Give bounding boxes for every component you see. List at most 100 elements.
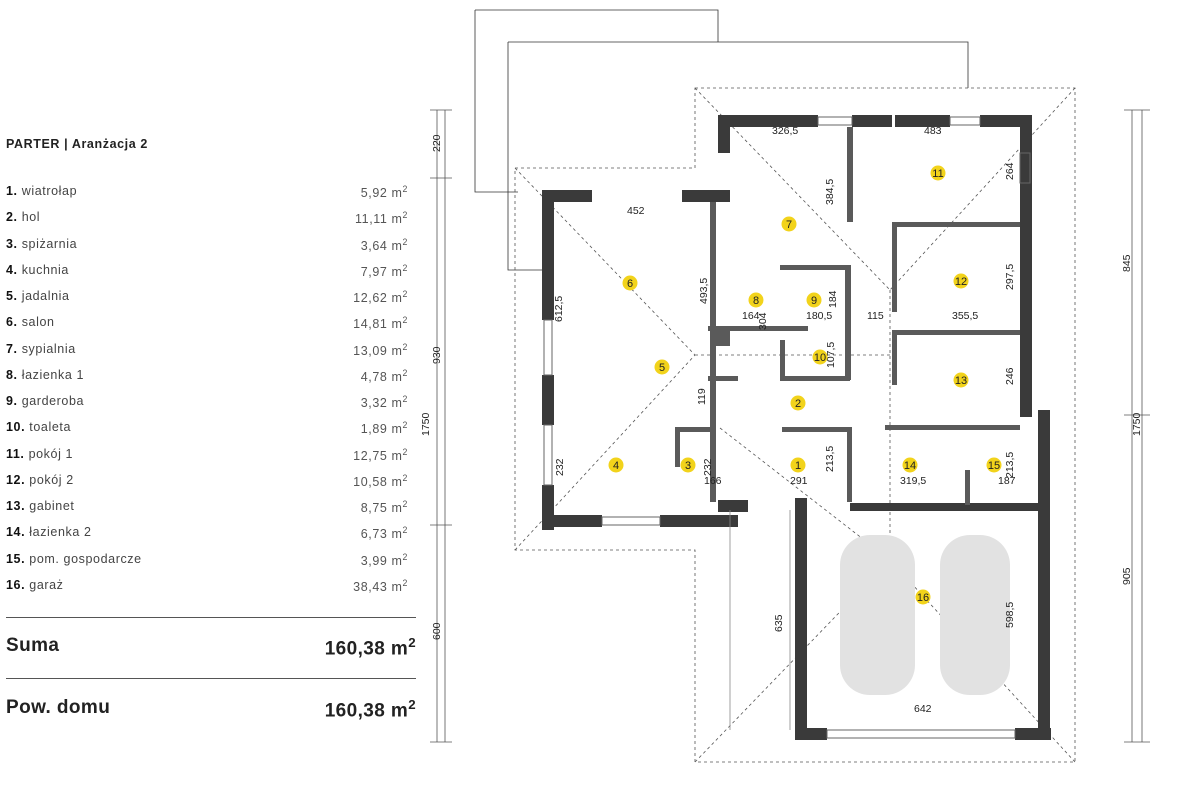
room-marker: 15 (986, 457, 1002, 473)
dim-635: 635 (773, 614, 785, 632)
room-marker: 13 (953, 372, 969, 388)
room-marker-dot (812, 349, 828, 365)
room-area: 14,81 m2 (353, 315, 408, 332)
room-marker-label: 2 (795, 398, 801, 410)
room-number: 3. (6, 236, 18, 251)
room-name: gabinet (29, 499, 75, 513)
room-name: pom. gospodarcze (29, 551, 142, 566)
room-area: 10,58 m2 (353, 472, 408, 489)
room-marker-label: 3 (685, 460, 691, 472)
room-number: 6. (6, 315, 18, 330)
dim-642: 642 (914, 703, 932, 715)
room-marker-dot (986, 457, 1002, 473)
room-number: 16. (6, 577, 26, 592)
house-area-label: Pow. domu (6, 697, 111, 718)
dim-119: 119 (696, 388, 708, 405)
windows (543, 116, 1031, 739)
room-area: 12,75 m2 (353, 446, 408, 463)
room-number: 5. (6, 289, 18, 303)
room-name: garaż (29, 577, 64, 592)
room-name: łazienka 2 (29, 525, 92, 540)
room-name: kuchnia (21, 262, 69, 277)
sum-label: Suma (6, 635, 60, 656)
room-area: 4,78 m2 (360, 367, 408, 384)
room-area: 8,75 m2 (360, 499, 408, 516)
room-marker: 14 (902, 457, 918, 473)
dim-213-5-b: 213,5 (1004, 452, 1016, 478)
room-marker-label: 14 (904, 460, 916, 472)
room-marker-label: 9 (811, 295, 817, 307)
room-marker-label: 10 (814, 352, 826, 364)
room-area: 6,73 m2 (360, 525, 408, 542)
dim-304: 304 (757, 312, 769, 330)
room-marker-label: 7 (786, 219, 792, 231)
dim-598-5: 598,5 (1004, 602, 1016, 628)
room-marker-dot (680, 457, 696, 473)
room-marker-dot (953, 273, 969, 289)
dim-612-5: 612,5 (553, 296, 565, 322)
room-name: hol (21, 210, 41, 225)
room-marker-label: 5 (659, 362, 665, 374)
room-number: 12. (6, 472, 26, 487)
right-dim-905: 905 (1121, 567, 1133, 585)
room-area: 3,64 m2 (360, 236, 408, 253)
exterior-walls (542, 115, 1051, 740)
room-marker-dot (790, 395, 806, 411)
interior-walls (675, 127, 1020, 505)
room-marker-dot (654, 359, 670, 375)
room-name: toaleta (29, 420, 71, 435)
room-marker-label: 1 (795, 460, 801, 472)
room-marker: 12 (953, 273, 969, 289)
room-name: salon (21, 315, 55, 330)
room-area: 13,09 m2 (353, 341, 408, 358)
room-marker-dot (748, 292, 764, 308)
left-dim-600: 600 (431, 622, 443, 640)
room-number: 2. (6, 210, 18, 225)
room-name: spiżarnia (21, 236, 78, 251)
room-area: 7,97 m2 (360, 262, 408, 279)
right-dim-845: 845 (1121, 254, 1133, 272)
legend-row: 5. jadalnia 12,62 m2 (6, 289, 408, 309)
legend-row: 10. toaleta 1,89 m2 (6, 420, 408, 440)
roof-outline (474, 9, 969, 271)
room-area: 1,89 m2 (360, 420, 408, 437)
legend-row: 2. hol 11,11 m2 (6, 210, 408, 230)
dim-213-5-a: 213,5 (824, 446, 836, 472)
dim-291: 291 (790, 475, 808, 487)
room-marker: 7 (781, 216, 797, 232)
room-area: 3,99 m2 (360, 551, 408, 568)
legend-title: PARTER | Aranżacja 2 (6, 137, 148, 151)
room-marker-dot (608, 457, 624, 473)
room-marker: 3 (680, 457, 696, 473)
room-marker: 9 (806, 292, 822, 308)
room-number: 9. (6, 394, 18, 408)
room-area: 12,62 m2 (353, 289, 408, 306)
dim-164: 164 (742, 310, 760, 322)
dim-326-5: 326,5 (772, 125, 798, 137)
dim-264: 264 (1004, 162, 1016, 180)
room-number: 11. (6, 446, 25, 461)
room-marker-label: 6 (627, 278, 633, 290)
room-area: 11,11 m2 (355, 210, 408, 227)
room-number: 1. (6, 184, 18, 198)
dim-166: 166 (704, 475, 722, 487)
room-number: 10. (6, 420, 26, 435)
sum-divider (6, 617, 416, 618)
cars (840, 535, 1010, 695)
floor-plan-drawing: 326,5 483 452 384,5 264 493,5 612,5 164 … (420, 9, 1150, 763)
dimension-labels: 326,5 483 452 384,5 264 493,5 612,5 164 … (553, 125, 1016, 715)
right-dimension-axis (1124, 109, 1150, 743)
dim-452: 452 (627, 205, 645, 217)
legend-row: 6. salon 14,81 m2 (6, 315, 408, 335)
room-marker-dot (781, 216, 797, 232)
room-marker-label: 12 (955, 276, 967, 288)
sum-row: Suma 160,38 m2 (6, 635, 416, 659)
room-marker: 2 (790, 395, 806, 411)
room-name: jadalnia (21, 289, 70, 303)
